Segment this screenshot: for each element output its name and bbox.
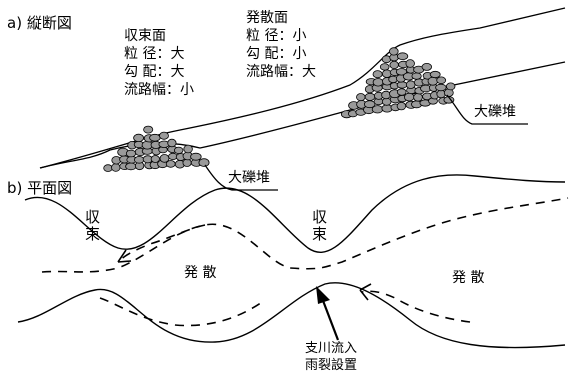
pebble — [150, 155, 160, 163]
pebble — [198, 158, 210, 167]
upper-bank-line — [24, 174, 566, 253]
pebble — [388, 47, 399, 56]
panel-b-title: 平面図 — [27, 179, 73, 197]
divergence-heading: 発散面 — [246, 10, 288, 26]
pebble — [435, 83, 447, 92]
pebble — [111, 163, 121, 172]
pebble — [103, 164, 113, 172]
flow-arrow-left — [117, 224, 206, 263]
pebble — [413, 93, 423, 102]
convergence-gradient: 勾 配：大 — [124, 64, 185, 80]
gravel-bar-right — [341, 47, 456, 119]
gravel-label-right: 大礫堆 — [474, 104, 516, 120]
flow-arrowhead-right-icon — [359, 283, 372, 301]
tributary-label: 支川流入 — [305, 341, 358, 356]
pebble — [379, 63, 390, 71]
convergence-width: 流路幅：小 — [124, 82, 194, 98]
pebble — [125, 162, 137, 171]
pebble — [167, 138, 177, 148]
gravel-bar-left — [103, 125, 210, 172]
divergence-label-mid: 発 散 — [184, 265, 217, 281]
pebble — [405, 80, 416, 89]
pebble — [183, 144, 193, 154]
convergence-label-left: 収束 — [84, 208, 100, 243]
panel-a-title: 縦断図 — [26, 14, 72, 32]
pebble — [389, 60, 399, 70]
pebble — [149, 133, 161, 142]
pebble — [381, 69, 392, 78]
pebble — [159, 131, 169, 140]
pebble — [173, 146, 184, 155]
pebble — [125, 149, 137, 158]
pebble — [396, 88, 407, 96]
thalweg-line — [41, 197, 569, 273]
flow-arrow-middle — [99, 297, 266, 327]
pebble — [404, 92, 415, 102]
divergence-grain-size: 粒 径：小 — [246, 28, 307, 44]
pebble — [371, 105, 384, 114]
tributary-arrowhead-icon — [316, 286, 330, 304]
divergence-gradient: 勾 配：小 — [246, 46, 307, 62]
pebble — [396, 101, 407, 111]
panel-a-label: a) 縦断図 — [7, 14, 72, 32]
panel-b-label: b) 平面図 — [7, 179, 73, 197]
flow-arrowhead-left-icon — [117, 249, 132, 263]
pebble — [133, 133, 145, 142]
pebble — [436, 89, 446, 99]
pebble — [421, 63, 433, 71]
gravel-leader-left — [204, 164, 278, 191]
gravel-label-left: 大礫堆 — [228, 170, 270, 186]
pebble — [133, 156, 145, 164]
flow-arrow-right — [361, 290, 471, 323]
pebble — [143, 125, 154, 134]
tributary-arrow-shaft — [320, 297, 340, 341]
divergence-label-right: 発 散 — [452, 270, 485, 286]
pebble — [372, 78, 384, 87]
pebble — [396, 81, 408, 89]
convergence-heading: 収束面 — [124, 28, 166, 44]
pebble — [372, 70, 383, 79]
pebble — [381, 97, 392, 106]
pebble — [190, 152, 202, 161]
pebble — [364, 92, 376, 101]
pebble — [411, 72, 422, 80]
pebble — [429, 70, 441, 79]
tributary-label-second: 雨裂設置 — [305, 358, 358, 373]
pebble — [446, 82, 456, 91]
pebble — [396, 52, 409, 60]
pebble — [356, 93, 366, 102]
lower-bank-line — [17, 282, 566, 349]
gravel-leader-right — [446, 94, 528, 125]
pebble — [436, 76, 447, 85]
pebble — [165, 160, 176, 168]
pebble — [427, 76, 439, 86]
pebble — [405, 59, 415, 68]
divergence-width: 流路幅：大 — [246, 64, 316, 80]
pebble — [381, 90, 391, 100]
convergence-grain-size: 粒 径：大 — [124, 46, 185, 62]
convergence-label-right: 収束 — [311, 208, 327, 243]
